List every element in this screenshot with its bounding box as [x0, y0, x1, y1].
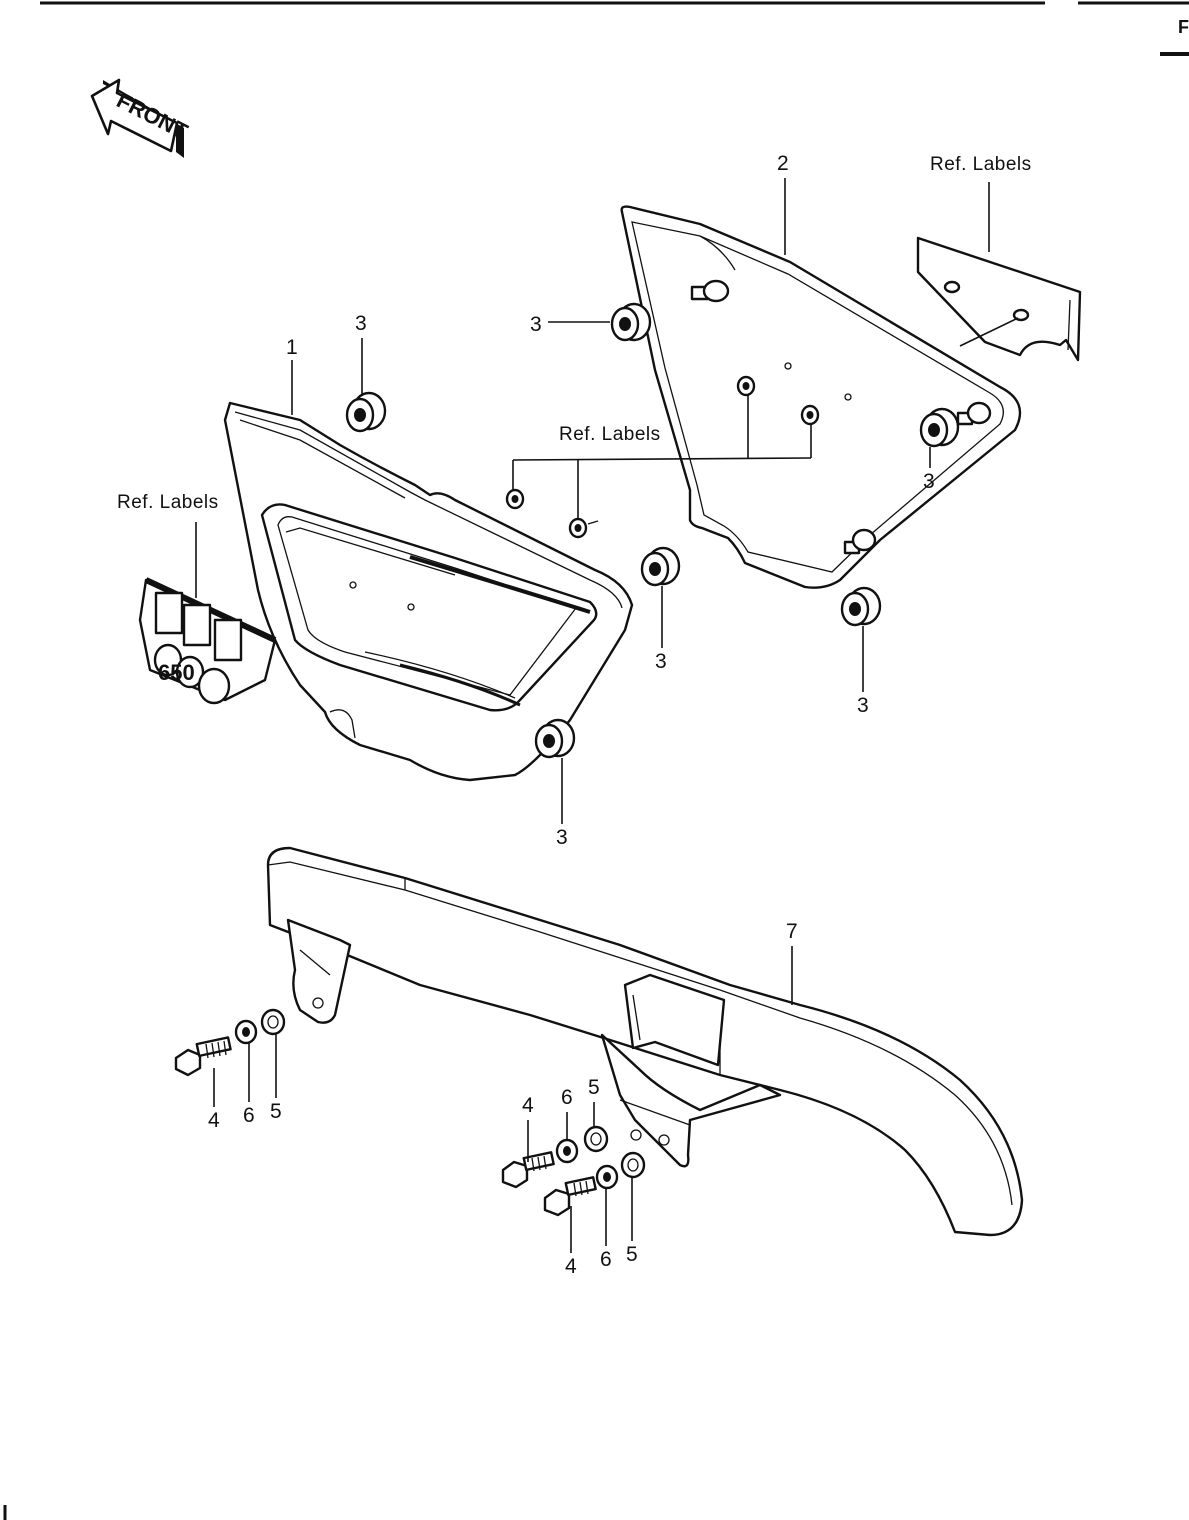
- grommet-3f: [534, 718, 576, 759]
- emblem-650: 650: [138, 577, 277, 705]
- bolt-4b: [501, 1151, 555, 1189]
- label-grommet-1: [736, 375, 756, 397]
- washer-6c: [595, 1164, 619, 1190]
- callout-7: 7: [786, 920, 798, 943]
- grommet-3e: [840, 586, 882, 627]
- callout-3a: 3: [355, 312, 367, 335]
- bolt-4a: [174, 1036, 232, 1077]
- callout-6b: 6: [561, 1086, 573, 1109]
- callout-1: 1: [286, 336, 298, 359]
- ref-labels-left: Ref. Labels: [117, 492, 219, 513]
- front-arrow-icon: FRONT: [90, 78, 192, 158]
- grommet-3a: [345, 391, 387, 433]
- washer-6a: [234, 1019, 258, 1045]
- callout-4a: 4: [208, 1109, 220, 1132]
- callout-5b: 5: [588, 1076, 600, 1099]
- callout-2: 2: [777, 152, 789, 175]
- label-grommet-2: [800, 404, 820, 426]
- callout-4b: 4: [522, 1094, 534, 1117]
- page-edge-letter: F: [1178, 17, 1189, 37]
- callout-3d: 3: [655, 650, 667, 673]
- callout-5a: 5: [270, 1100, 282, 1123]
- ref-labels-top-right: Ref. Labels: [930, 154, 1032, 175]
- emblem-text: 650: [158, 660, 195, 685]
- bolt-4c: [543, 1176, 597, 1217]
- callout-3b: 3: [530, 313, 542, 336]
- stud-bottom: [843, 528, 877, 555]
- side-cover-left: [223, 401, 634, 782]
- stud-right: [956, 401, 992, 426]
- callout-6a: 6: [243, 1104, 255, 1127]
- washer-5a: [260, 1008, 286, 1036]
- label-grommet-4: [568, 517, 599, 539]
- callout-3e: 3: [857, 694, 869, 717]
- washer-5b: [583, 1125, 609, 1153]
- stud-top: [690, 279, 730, 303]
- callout-6c: 6: [600, 1248, 612, 1271]
- label-grommet-3: [505, 488, 525, 510]
- callout-5c: 5: [626, 1243, 638, 1266]
- grommet-3c: [919, 407, 960, 448]
- ref-labels-middle: Ref. Labels: [559, 424, 661, 445]
- washer-5c: [620, 1151, 646, 1179]
- ref-label-plate-top: [916, 236, 1082, 362]
- side-cover-right: [620, 205, 1022, 589]
- grommet-3d: [640, 546, 681, 587]
- callout-3f: 3: [556, 826, 568, 849]
- washer-6b: [555, 1138, 579, 1164]
- chain-guard: [266, 846, 1024, 1237]
- callout-4c: 4: [565, 1255, 577, 1278]
- callout-3c: 3: [923, 470, 935, 493]
- grommet-3b: [610, 302, 652, 342]
